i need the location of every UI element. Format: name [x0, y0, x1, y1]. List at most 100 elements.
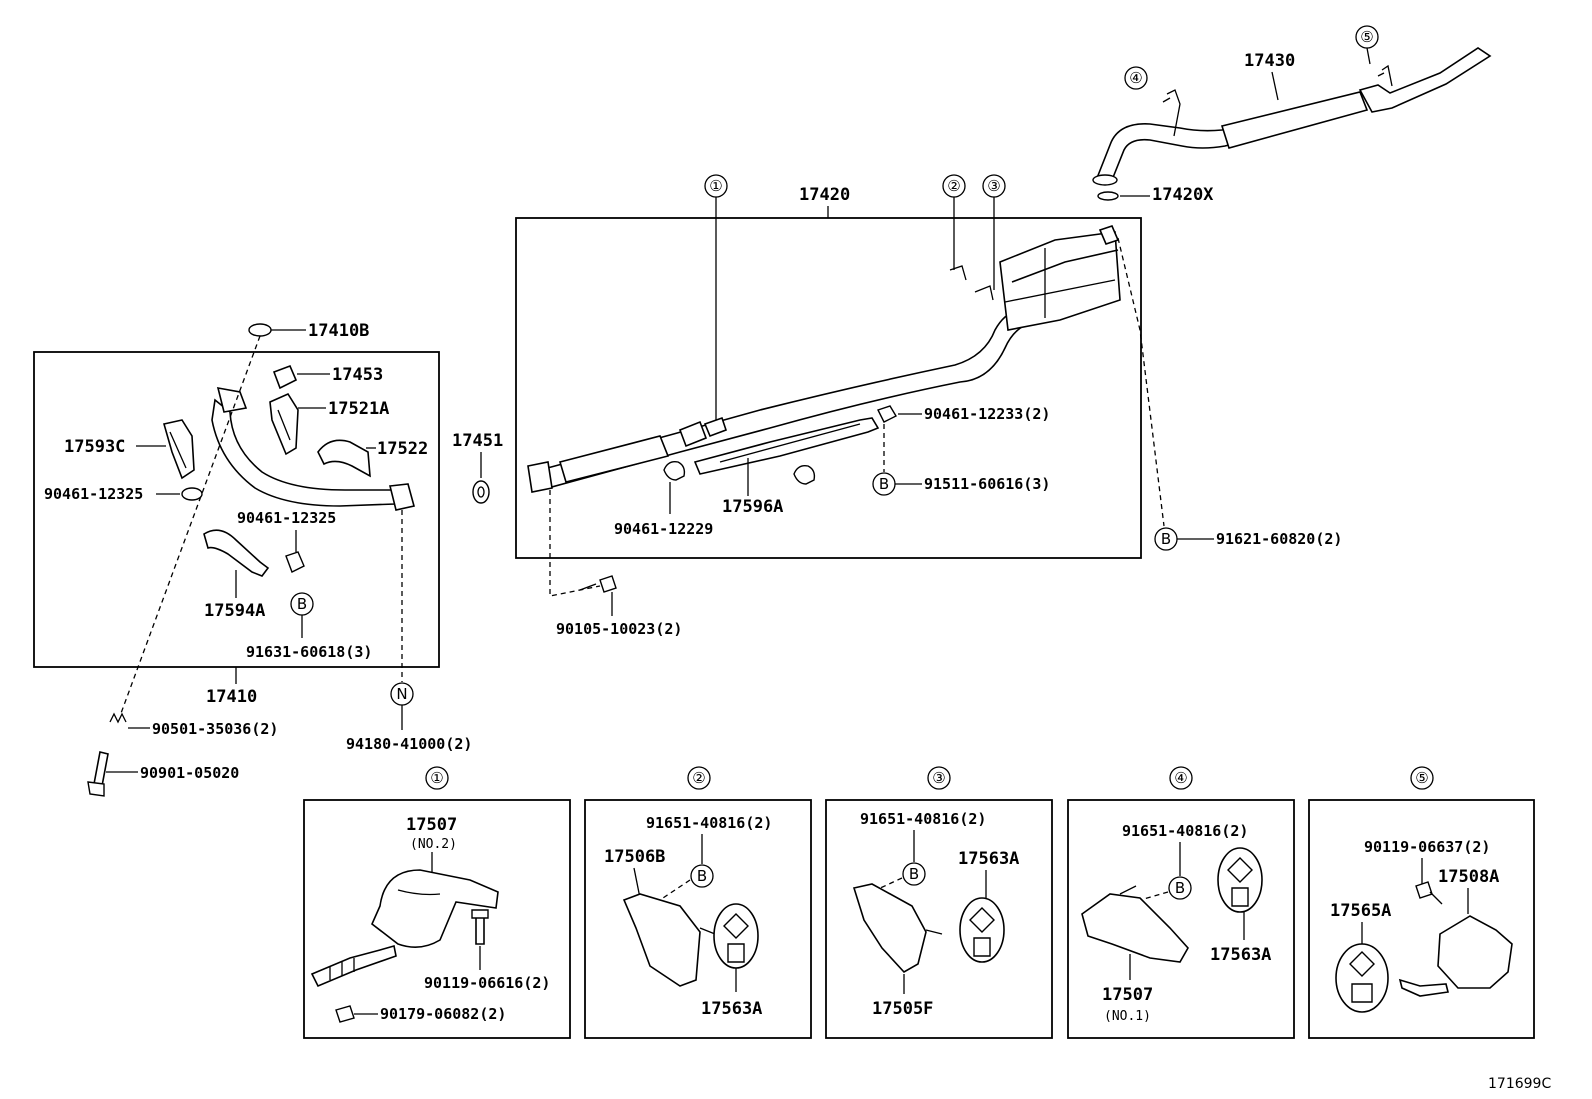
part-17522-label: 17522	[377, 439, 428, 459]
svg-text:④: ④	[1174, 769, 1187, 787]
clamps-center	[663, 405, 897, 485]
detail1-bolt	[471, 909, 489, 945]
part-17420-label: 17420	[799, 185, 850, 205]
detail1-bolt-label: 90119-06616(2)	[424, 974, 550, 992]
part-90461-12229-label: 90461-12229	[614, 520, 713, 538]
svg-text:B: B	[879, 475, 889, 493]
svg-text:①: ①	[430, 769, 443, 787]
detail3-bolt-label: 91651-40816(2)	[860, 810, 986, 828]
detail4-bracket	[1081, 885, 1189, 963]
front-exhaust-pipe	[211, 386, 415, 511]
detail5-bolt-label: 90119-06637(2)	[1364, 838, 1490, 856]
part-90501-35036-label: 90501-35036(2)	[152, 720, 278, 738]
part-17521a-label: 17521A	[328, 399, 389, 419]
callout-b-detail3: B	[902, 862, 926, 886]
detail-panel-1	[303, 799, 571, 1039]
detail1-support-bracket	[310, 869, 499, 988]
gasket-17451	[472, 480, 490, 504]
detail-panel-4	[1067, 799, 1295, 1039]
svg-text:②: ②	[947, 177, 960, 195]
detail5-bracket-label: 17508A	[1438, 867, 1499, 887]
center-exhaust-pipe	[527, 225, 1121, 493]
tail-pipe-assembly	[1092, 47, 1492, 201]
part-17596a-label: 17596A	[722, 497, 783, 517]
detail1-no2-label: (NO.2)	[410, 837, 457, 852]
callout-4-top: ④	[1124, 66, 1148, 90]
callout-b-left: B	[290, 592, 314, 616]
svg-text:B: B	[909, 865, 919, 883]
detail3-hanger-label: 17563A	[958, 849, 1019, 869]
part-91631-60618-label: 91631-60618(3)	[246, 643, 372, 661]
detail5-hanger	[1335, 943, 1389, 1013]
clamp-90461-right	[285, 551, 305, 573]
figure-reference-code: 171699C	[1488, 1076, 1551, 1092]
detail2-hanger-label: 17563A	[701, 999, 762, 1019]
callout-b-right: B	[1154, 527, 1178, 551]
part-90105-10023-label: 90105-10023(2)	[556, 620, 682, 638]
svg-text:⑤: ⑤	[1415, 769, 1428, 787]
svg-text:B: B	[697, 867, 707, 885]
part-90461-12325-left-label: 90461-12325	[44, 485, 143, 503]
detail3-bracket	[852, 883, 943, 974]
callout-3-top: ③	[982, 174, 1006, 290]
detail2-bracket	[622, 893, 721, 987]
part-17594a-label: 17594A	[204, 601, 265, 621]
bolt-90901	[87, 751, 109, 797]
detail4-bracket-label: 17507	[1102, 985, 1153, 1005]
part-91511-60616-label: 91511-60616(3)	[924, 475, 1050, 493]
detail3-hanger	[959, 897, 1005, 963]
part-17593c-label: 17593C	[64, 437, 125, 457]
part-17453-label: 17453	[332, 365, 383, 385]
svg-text:②: ②	[692, 769, 705, 787]
part-17420x-label: 17420X	[1152, 185, 1214, 205]
part-94180-41000-label: 94180-41000(2)	[346, 735, 472, 753]
callout-2-detail: ②	[687, 766, 711, 790]
svg-text:B: B	[1161, 530, 1171, 548]
gasket-17410b	[248, 323, 272, 337]
detail5-bolt	[1415, 881, 1443, 905]
detail2-bracket-label: 17506B	[604, 847, 665, 867]
part-17430-label: 17430	[1244, 51, 1295, 71]
part-90461-12233-label: 90461-12233(2)	[924, 405, 1050, 423]
detail4-bolt-label: 91651-40816(2)	[1122, 822, 1248, 840]
callout-2-top: ②	[942, 174, 966, 270]
svg-text:⑤: ⑤	[1360, 28, 1373, 46]
detail5-hanger-label: 17565A	[1330, 901, 1391, 921]
callout-n: N	[390, 682, 414, 706]
callout-b-detail4: B	[1168, 876, 1192, 900]
detail4-hanger	[1217, 847, 1263, 913]
detail1-clip-label: 90179-06082(2)	[380, 1005, 506, 1023]
callout-b-center: B	[872, 472, 896, 496]
detail-panel-5	[1308, 799, 1535, 1039]
clamp-90461-left	[181, 487, 203, 501]
detail3-bracket-label: 17505F	[872, 999, 933, 1019]
heat-insulator-17522	[317, 439, 371, 478]
part-17410b-label: 17410B	[308, 321, 369, 341]
heat-insulator-17453	[272, 364, 298, 390]
callout-3-detail: ③	[927, 766, 951, 790]
svg-text:N: N	[396, 685, 407, 703]
callout-1-detail: ①	[425, 766, 449, 790]
detail1-17507-label: 17507	[406, 815, 457, 835]
heat-insulator-17521a	[269, 392, 299, 456]
svg-text:B: B	[1175, 879, 1185, 897]
spring-90501	[109, 712, 127, 724]
callout-5-detail: ⑤	[1410, 766, 1434, 790]
detail2-hanger	[713, 903, 759, 969]
detail-panel-3	[825, 799, 1053, 1039]
callout-4-detail: ④	[1169, 766, 1193, 790]
svg-text:③: ③	[987, 177, 1000, 195]
svg-text:B: B	[297, 595, 307, 613]
part-17410-label: 17410	[206, 687, 257, 707]
part-90901-05020-label: 90901-05020	[140, 764, 239, 782]
callout-5-top: ⑤	[1355, 25, 1379, 65]
detail4-no1-label: (NO.1)	[1104, 1009, 1151, 1024]
callout-1-top: ①	[704, 174, 728, 420]
svg-text:③: ③	[932, 769, 945, 787]
bolt-90105	[579, 575, 617, 593]
part-91621-60820-label: 91621-60820(2)	[1216, 530, 1342, 548]
detail1-clip	[335, 1005, 355, 1023]
heat-insulator-17593c	[162, 419, 195, 480]
detail-panel-2	[584, 799, 812, 1039]
